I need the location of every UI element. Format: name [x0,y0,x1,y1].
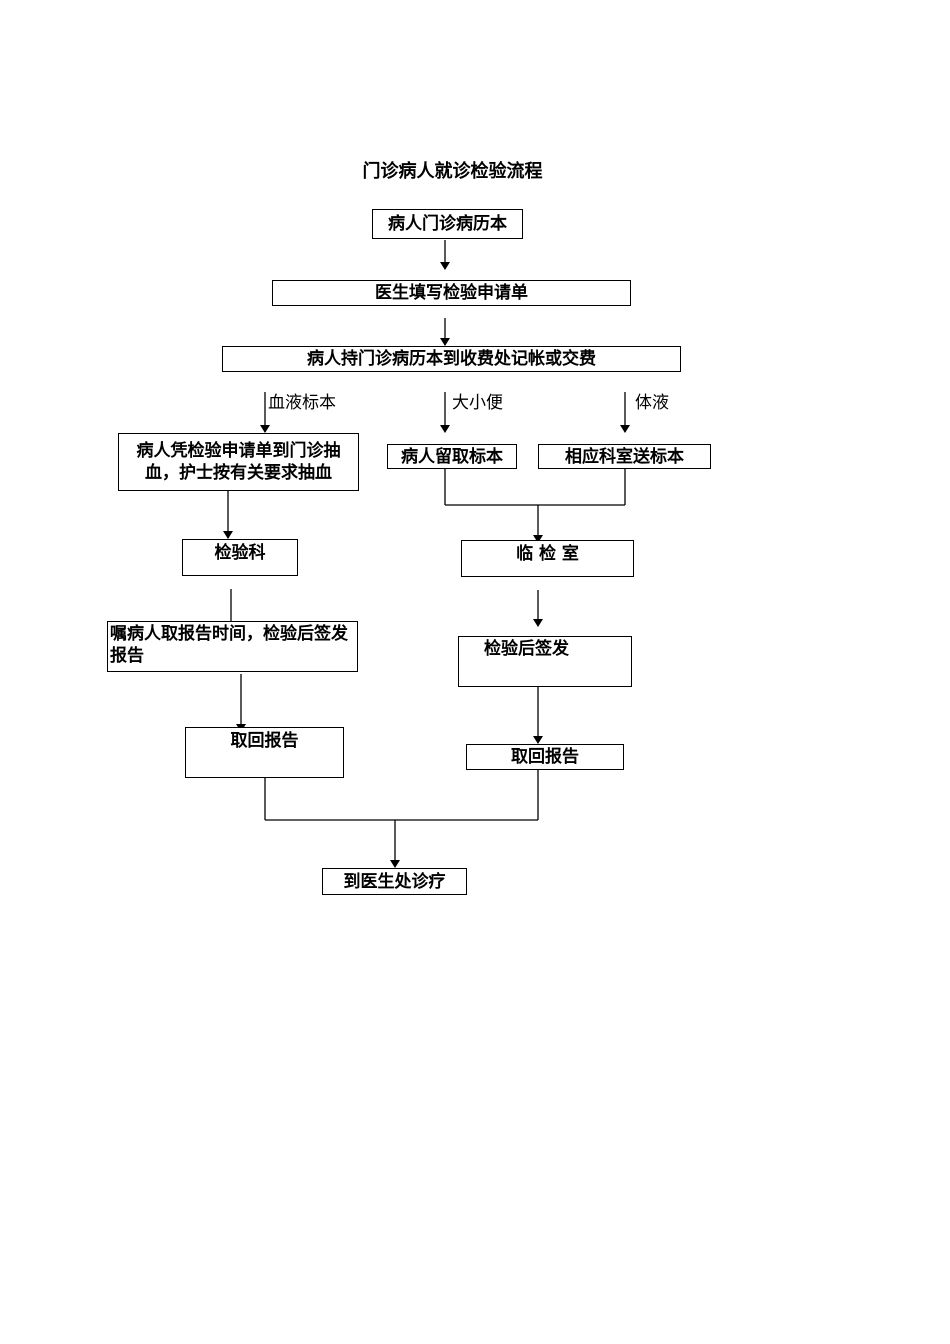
node-get-report-left: 取回报告 [185,727,344,778]
node-dept-send-specimen: 相应科室送标本 [538,444,711,469]
node-get-report-right: 取回报告 [466,744,624,770]
node-clinical-lab: 临 检 室 [461,540,634,577]
label-blood-specimen: 血液标本 [268,393,336,413]
node-blood-draw: 病人凭检验申请单到门诊抽血，护士按有关要求抽血 [118,433,359,491]
node-medical-record: 病人门诊病历本 [372,209,523,239]
node-keep-specimen: 病人留取标本 [387,444,517,469]
node-tell-report-time: 嘱病人取报告时间，检验后签发报告 [107,621,358,672]
node-doctor-fills-form: 医生填写检验申请单 [272,280,631,306]
page-title: 门诊病人就诊检验流程 [362,161,543,182]
label-stool-urine: 大小便 [452,393,503,413]
node-sign-report: 检验后签发 [458,636,632,687]
node-to-doctor: 到医生处诊疗 [322,868,467,895]
label-body-fluid: 体液 [635,393,669,413]
node-lab-department: 检验科 [182,539,298,576]
node-payment: 病人持门诊病历本到收费处记帐或交费 [222,346,681,372]
